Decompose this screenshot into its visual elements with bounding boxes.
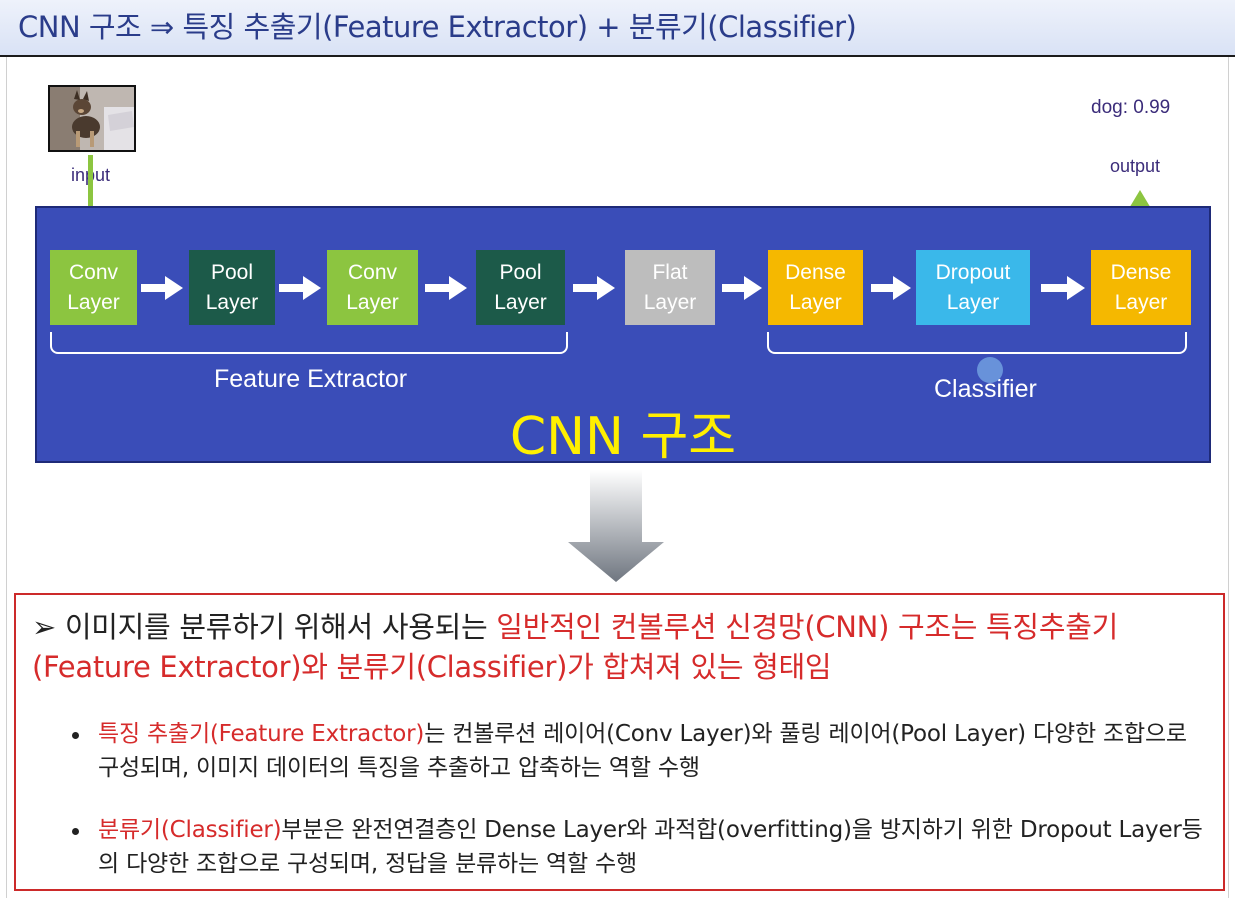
right-border (1228, 57, 1229, 898)
main-highlight: 일반적인 컨볼루션 신경망(CNN) 구조는 특징추출기(Feature Ext… (32, 610, 1118, 684)
output-label: output (1110, 156, 1161, 176)
bullet-classifier: 분류기(Classifier)부분은 완전연결층인 Dense Layer와 과… (98, 817, 1203, 877)
cnn-structure-label: CNN 구조 (509, 407, 737, 467)
slide-title: CNN 구조 ⇒ 특징 추출기(Feature Extractor) + 분류기… (18, 10, 857, 44)
classifier-bracket (767, 332, 1187, 354)
dog-input-image (48, 85, 136, 152)
pointer-highlight (977, 357, 1003, 383)
down-arrow-icon (568, 470, 664, 582)
main-statement: ➢ 이미지를 분류하기 위해서 사용되는 일반적인 컨볼루션 신경망(CNN) … (32, 610, 1118, 684)
feature-extractor-label: Feature Extractor (214, 365, 408, 393)
input-arrow-shaft (88, 155, 93, 223)
output-arrow-head (1128, 190, 1152, 210)
arrow-bullet-icon: ➢ (32, 610, 65, 644)
prediction-label: dog: 0.99 (1091, 97, 1171, 118)
feature-extractor-bracket (50, 332, 568, 354)
title-bar: CNN 구조 ⇒ 특징 추출기(Feature Extractor) + 분류기… (0, 0, 1235, 57)
bullet-feature-extractor: 특징 추출기(Feature Extractor)는 컨볼루션 레이어(Conv… (98, 721, 1187, 781)
bullet-dot-icon (72, 828, 79, 835)
left-border (6, 57, 7, 898)
bullet-dot-icon (72, 732, 79, 739)
explanation-box: ➢ 이미지를 분류하기 위해서 사용되는 일반적인 컨볼루션 신경망(CNN) … (14, 593, 1225, 891)
